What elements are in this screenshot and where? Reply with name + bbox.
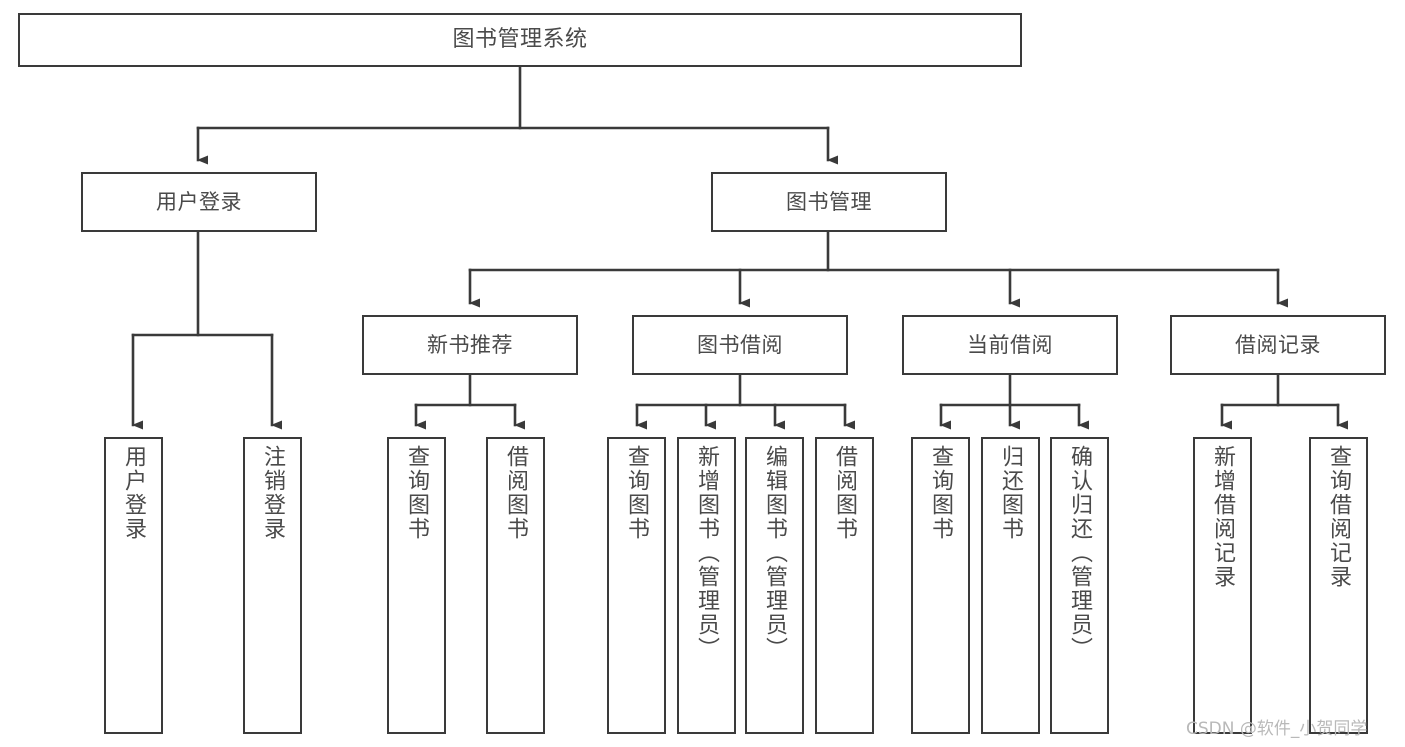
node-label: 新增图书（管理员）: [694, 445, 720, 661]
node-borrowing-record[interactable]: 借阅记录: [1170, 315, 1386, 375]
node-label: 确认归还（管理员）: [1067, 445, 1093, 661]
node-label: 当前借阅: [967, 332, 1053, 357]
leaf-query-book-rec[interactable]: 查询图书: [387, 437, 446, 734]
node-label: 图书借阅: [697, 332, 783, 357]
leaf-query-book-current[interactable]: 查询图书: [911, 437, 970, 734]
node-book-management[interactable]: 图书管理: [711, 172, 947, 232]
node-label: 编辑图书（管理员）: [762, 445, 788, 661]
node-label: 新书推荐: [427, 332, 513, 357]
node-label: 图书管理: [786, 189, 872, 214]
leaf-logout[interactable]: 注销登录: [243, 437, 302, 734]
node-label: 新增借阅记录: [1210, 445, 1236, 589]
leaf-borrow-book[interactable]: 借阅图书: [815, 437, 874, 734]
node-current-borrowing[interactable]: 当前借阅: [902, 315, 1118, 375]
node-label: 图书管理系统: [452, 27, 588, 53]
leaf-query-book-borrow[interactable]: 查询图书: [607, 437, 666, 734]
node-label: 归还图书: [998, 445, 1024, 541]
leaf-query-borrow-record[interactable]: 查询借阅记录: [1309, 437, 1368, 734]
leaf-return-book[interactable]: 归还图书: [981, 437, 1040, 734]
node-root-book-management-system[interactable]: 图书管理系统: [18, 13, 1022, 67]
node-user-login[interactable]: 用户登录: [81, 172, 317, 232]
leaf-confirm-return-admin[interactable]: 确认归还（管理员）: [1050, 437, 1109, 734]
node-label: 查询图书: [404, 445, 430, 541]
node-label: 借阅图书: [832, 445, 858, 541]
node-new-book-recommendation[interactable]: 新书推荐: [362, 315, 578, 375]
node-label: 借阅记录: [1235, 332, 1321, 357]
node-book-borrowing[interactable]: 图书借阅: [632, 315, 848, 375]
node-label: 注销登录: [260, 445, 286, 541]
node-label: 查询借阅记录: [1326, 445, 1352, 589]
node-label: 用户登录: [156, 189, 242, 214]
node-label: 查询图书: [928, 445, 954, 541]
leaf-add-book-admin[interactable]: 新增图书（管理员）: [677, 437, 736, 734]
node-label: 借阅图书: [503, 445, 529, 541]
leaf-borrow-book-rec[interactable]: 借阅图书: [486, 437, 545, 734]
node-label: 查询图书: [624, 445, 650, 541]
node-label: 用户登录: [121, 445, 147, 541]
leaf-user-login[interactable]: 用户登录: [104, 437, 163, 734]
leaf-edit-book-admin[interactable]: 编辑图书（管理员）: [745, 437, 804, 734]
csdn-watermark: CSDN @软件_小贺同学: [1186, 719, 1368, 739]
leaf-add-borrow-record[interactable]: 新增借阅记录: [1193, 437, 1252, 734]
